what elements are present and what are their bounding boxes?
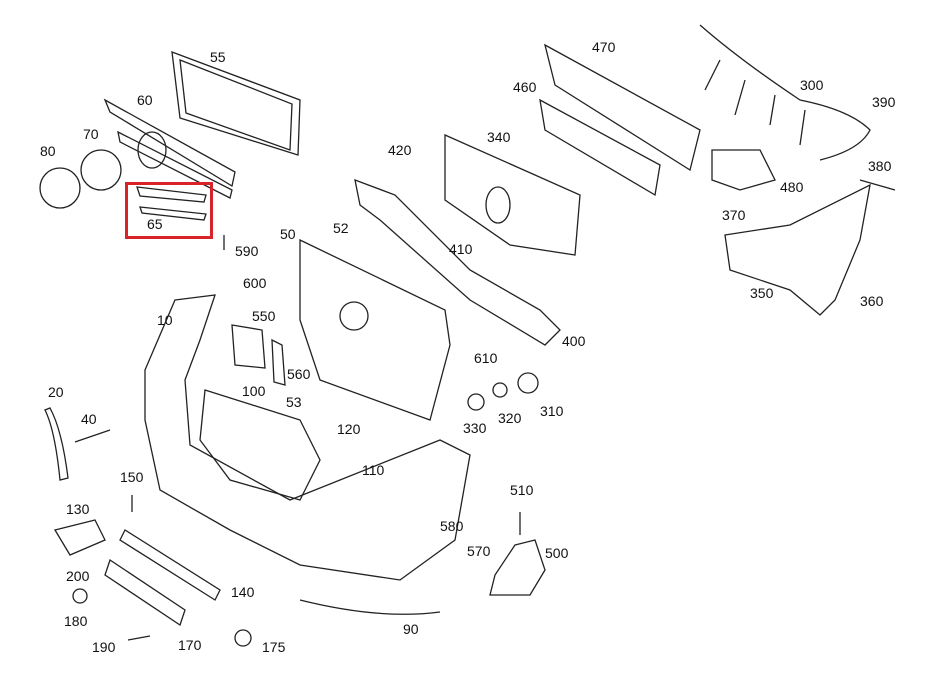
part-label-400: 400	[562, 333, 586, 349]
star-emblem-80	[39, 167, 81, 209]
part-label-470: 470	[592, 39, 616, 55]
part-label-90: 90	[403, 621, 419, 637]
front-bumper-10	[144, 294, 471, 581]
part-label-180: 180	[64, 613, 88, 629]
highlight-box-65	[125, 182, 213, 239]
part-label-330: 330	[463, 420, 487, 436]
clip-175	[234, 629, 252, 647]
part-label-370: 370	[722, 207, 746, 223]
part-label-10: 10	[157, 312, 173, 328]
carrier-470	[544, 43, 701, 172]
part-label-350: 350	[750, 285, 774, 301]
bracket-350	[724, 183, 871, 316]
part-label-175: 175	[262, 639, 286, 655]
part-label-130: 130	[66, 501, 90, 517]
bracket-500	[489, 539, 546, 596]
part-label-600: 600	[243, 275, 267, 291]
grille-trim-60	[103, 98, 236, 199]
strip-140	[119, 529, 221, 601]
part-label-150: 150	[120, 469, 144, 485]
bracket-560	[271, 338, 286, 386]
part-label-550: 550	[252, 308, 276, 324]
sensor-310	[517, 372, 539, 394]
grille-340	[444, 133, 581, 256]
part-130	[53, 519, 106, 556]
bracket-400	[354, 178, 561, 346]
part-label-65: 65	[147, 216, 163, 232]
part-label-320: 320	[498, 410, 522, 426]
grille-emblem-340	[485, 186, 511, 224]
wiring-harness-300	[699, 24, 871, 161]
part-label-40: 40	[81, 411, 97, 427]
part-label-300: 300	[800, 77, 824, 93]
plate-170	[104, 558, 186, 627]
bracket-550	[231, 324, 266, 369]
part-label-100: 100	[242, 383, 266, 399]
trim-strip-65	[136, 186, 207, 221]
star-emblem-70	[80, 149, 122, 191]
screw-40	[74, 429, 111, 443]
part-label-460: 460	[513, 79, 537, 95]
part-label-560: 560	[287, 366, 311, 382]
part-label-60: 60	[137, 92, 153, 108]
part-label-20: 20	[48, 384, 64, 400]
bracket-480	[711, 149, 776, 191]
part-label-610: 610	[474, 350, 498, 366]
part-label-200: 200	[66, 568, 90, 584]
part-label-380: 380	[868, 158, 892, 174]
strip-380	[859, 179, 896, 191]
part-label-310: 310	[540, 403, 564, 419]
part-label-52: 52	[333, 220, 349, 236]
clip-200	[72, 588, 88, 604]
part-label-140: 140	[231, 584, 255, 600]
part-label-390: 390	[872, 94, 896, 110]
part-label-420: 420	[388, 142, 412, 158]
part-label-590: 590	[235, 243, 259, 259]
part-label-480: 480	[780, 179, 804, 195]
part-label-55: 55	[210, 49, 226, 65]
part-label-570: 570	[467, 543, 491, 559]
part-label-80: 80	[40, 143, 56, 159]
part-label-120: 120	[337, 421, 361, 437]
screw-190	[127, 635, 151, 641]
part-20	[44, 407, 69, 481]
part-label-53: 53	[286, 394, 302, 410]
grille-emblem-50	[339, 301, 369, 331]
part-label-510: 510	[510, 482, 534, 498]
bumper-opening	[199, 389, 321, 501]
part-label-410: 410	[449, 241, 473, 257]
part-label-190: 190	[92, 639, 116, 655]
part-label-340: 340	[487, 129, 511, 145]
part-label-500: 500	[545, 545, 569, 561]
part-label-50: 50	[280, 226, 296, 242]
part-label-580: 580	[440, 518, 464, 534]
part-label-170: 170	[178, 637, 202, 653]
part-label-110: 110	[362, 462, 385, 478]
part-label-70: 70	[83, 126, 99, 142]
part-label-360: 360	[860, 293, 884, 309]
upper-grille-55	[171, 51, 301, 156]
ring-320	[492, 382, 508, 398]
star-emblem-60	[137, 131, 167, 169]
sensor-330	[467, 393, 485, 411]
impact-absorber-460	[539, 98, 661, 197]
main-grille-50	[299, 238, 451, 421]
strip-90	[299, 599, 441, 615]
